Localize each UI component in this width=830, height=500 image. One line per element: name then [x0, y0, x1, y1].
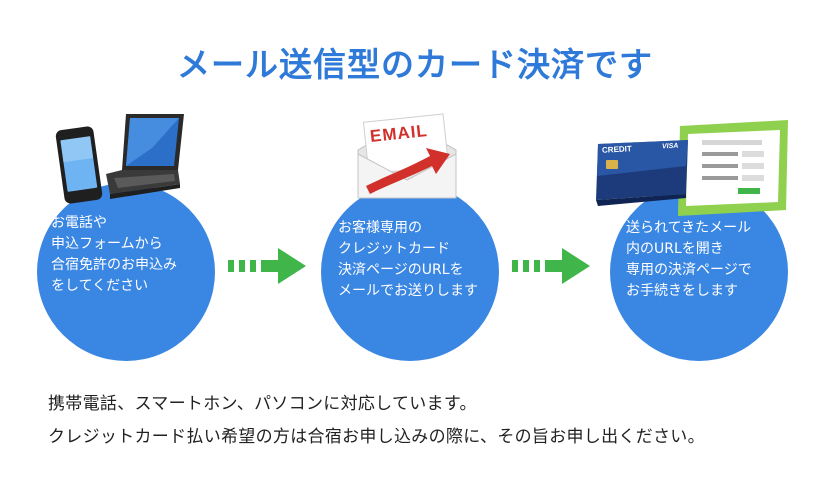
step-3-line-2: 内のURLを開き: [626, 241, 724, 257]
phone-laptop-icon: [55, 114, 184, 204]
payment-page-icon: [678, 120, 788, 216]
footer-line-1: 携帯電話、スマートホン、パソコンに対応しています。: [48, 394, 477, 414]
arrow-right-icon: [228, 248, 306, 284]
email-envelope-icon: [357, 113, 457, 199]
step-1-line-1: お電話や: [51, 215, 107, 231]
page-title: メール送信型のカード決済です: [177, 45, 653, 84]
step-1-line-4: をしてください: [51, 278, 149, 294]
step-3-line-4: お手続きをします: [626, 283, 738, 299]
step-3-line-1: 送られてきたメール: [626, 220, 752, 236]
step-3-line-3: 専用の決済ページで: [626, 262, 752, 278]
arrow-right-icon: [512, 248, 590, 284]
card-brand-label: CREDIT: [601, 144, 632, 155]
step-2-line-3: 決済ページのURLを: [338, 262, 464, 278]
step-2-text: お客様専用の クレジットカード 決済ページのURLを メールでお送りします: [338, 218, 478, 302]
step-2-line-1: お客様専用の: [338, 220, 422, 236]
step-2-line-2: クレジットカード: [338, 241, 450, 257]
step-1-circle: [37, 183, 215, 361]
credit-card-icon: [596, 140, 688, 206]
step-1-line-2: 申込フォームから: [51, 236, 163, 252]
step-2-line-4: メールでお送りします: [338, 283, 478, 299]
card-network-label: VISA: [661, 142, 679, 151]
step-3-text: 送られてきたメール 内のURLを開き 専用の決済ページで お手続きをします: [626, 218, 752, 302]
step-2-circle: [321, 183, 499, 361]
step-1-line-3: 合宿免許のお申込み: [51, 257, 177, 273]
step-1-text: お電話や 申込フォームから 合宿免許のお申込み をしてください: [51, 213, 177, 297]
footer-line-2: クレジットカード払い希望の方は合宿お申し込みの際に、その旨お申し出ください。: [48, 427, 705, 447]
